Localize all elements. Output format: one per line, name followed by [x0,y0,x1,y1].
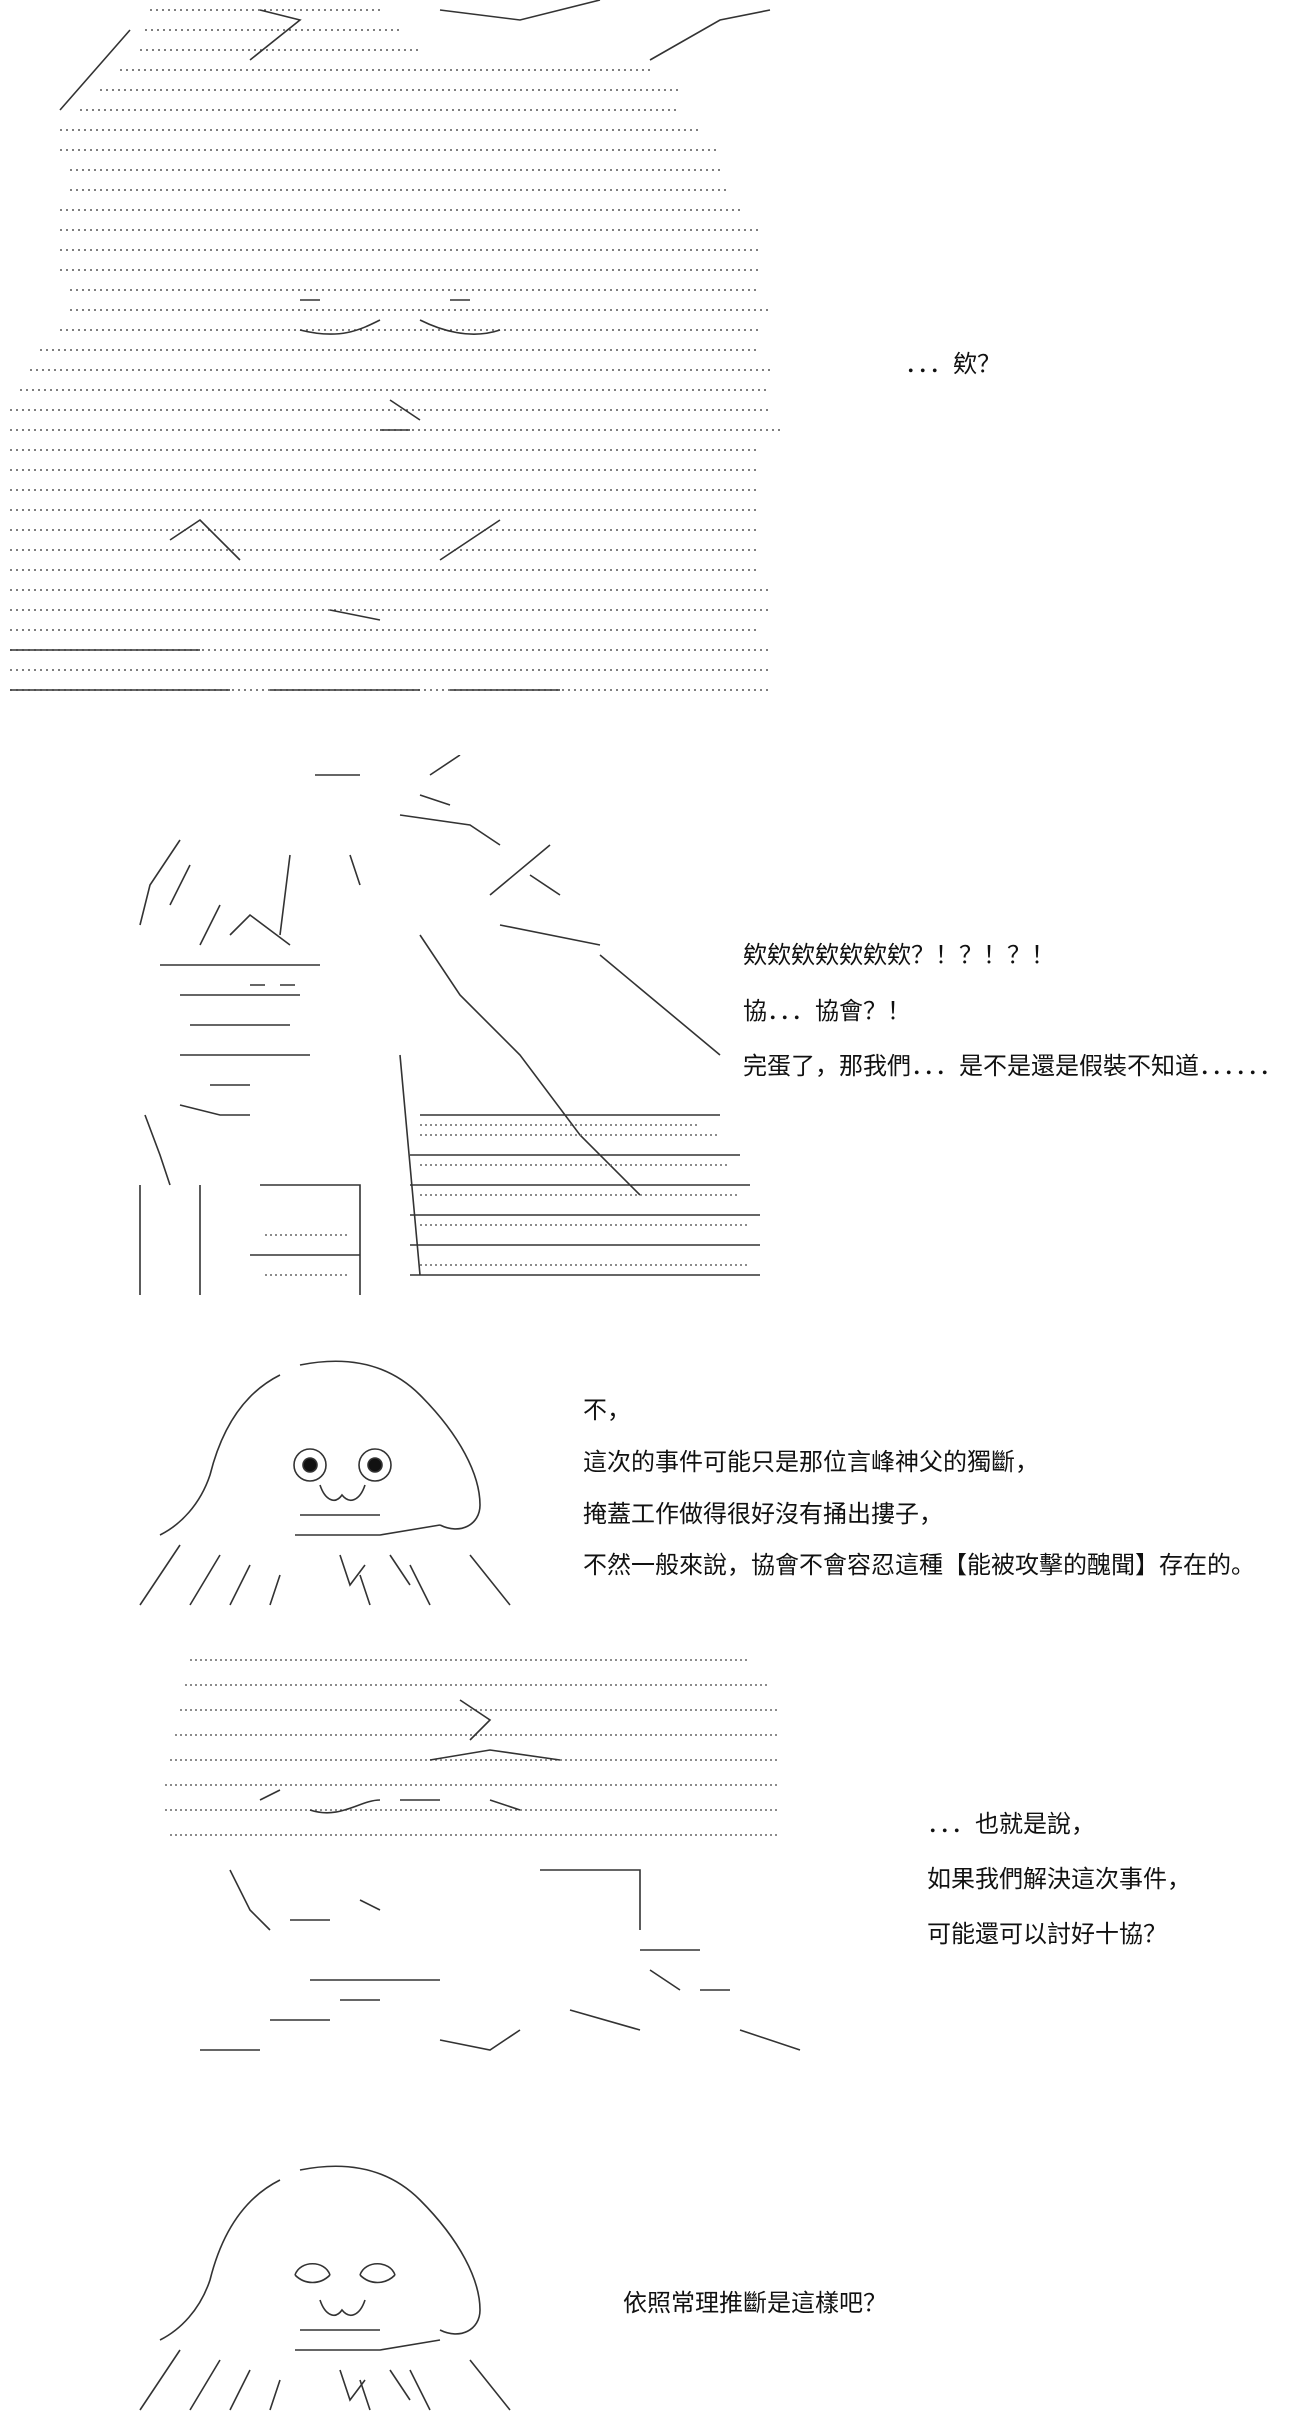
dialogue-line: ．．．也就是說， [927,1810,1095,1838]
ascii-art-figure [120,755,760,1310]
dialogue-line: 可能還可以討好十協？ [927,1920,1167,1948]
dialogue-line: 完蛋了，那我們．．．是不是還是假裝不知道．．．．．． [743,1052,1283,1080]
dialogue-line: 這次的事件可能只是那位言峰神父的獨斷， [583,1448,1039,1476]
ascii-art-figure [120,1355,540,1615]
ascii-art-figure [120,2160,540,2420]
dialogue-line: 掩蓋工作做得很好沒有捅出摟子， [583,1500,943,1528]
dialogue-line: 不然一般來說，協會不會容忍這種【能被攻擊的醜聞】存在的。 [583,1551,1255,1579]
ascii-art-figure [140,1650,880,2070]
ascii-art-figure [0,0,780,720]
dialogue-line: 不， [583,1396,631,1424]
dialogue-line: 協．．．協會？！ [743,997,911,1025]
dialogue-line: 欸欸欸欸欸欸欸？！？！？！ [743,941,1055,969]
dialogue-line: ．．．欸？ [905,350,1001,378]
dialogue-line: 如果我們解決這次事件， [927,1865,1191,1893]
dialogue-line: 依照常理推斷是這樣吧？ [623,2289,887,2317]
